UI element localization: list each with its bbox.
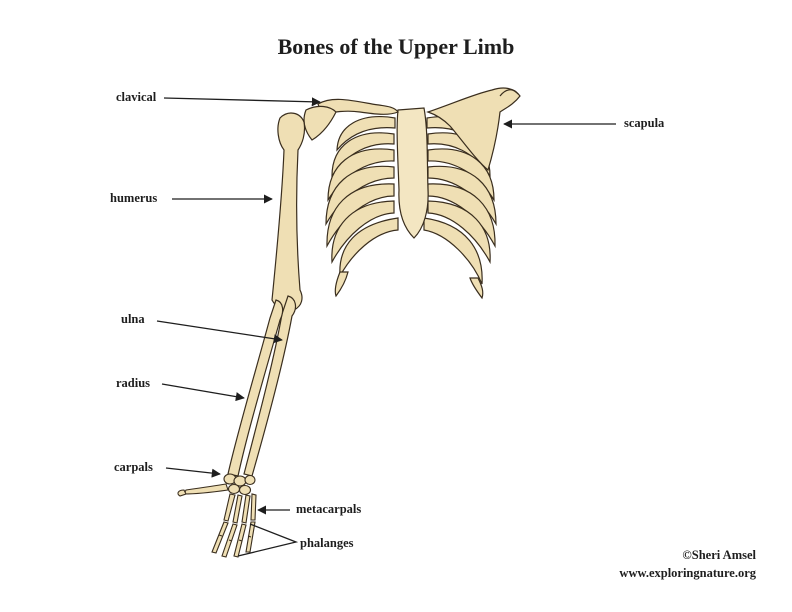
bracket-phalanges [237, 523, 299, 557]
credit-site: www.exploringnature.org [619, 566, 756, 580]
humerus-shape [271, 112, 306, 312]
clavicle-shape [303, 98, 399, 141]
forearm-bones [227, 295, 297, 477]
label-scapula: scapula [624, 116, 665, 130]
label-phalanges: phalanges [300, 536, 354, 550]
label-carpals: carpals [114, 460, 153, 474]
label-clavical: clavical [116, 90, 157, 104]
diagram-title: Bones of the Upper Limb [277, 34, 515, 59]
arrow-clavical [163, 97, 321, 107]
label-radius: radius [116, 376, 151, 390]
arrow-ulna [156, 320, 283, 344]
hand-bones [177, 473, 257, 558]
label-metacarpals: metacarpals [296, 502, 362, 516]
label-humerus: humerus [110, 191, 158, 205]
scapula-shape [426, 87, 521, 172]
arrow-carpals [165, 467, 221, 478]
credit-author: ©Sheri Amsel [682, 548, 756, 562]
arrow-radius [161, 383, 245, 402]
label-arrows [156, 97, 616, 557]
label-ulna: ulna [121, 312, 145, 326]
